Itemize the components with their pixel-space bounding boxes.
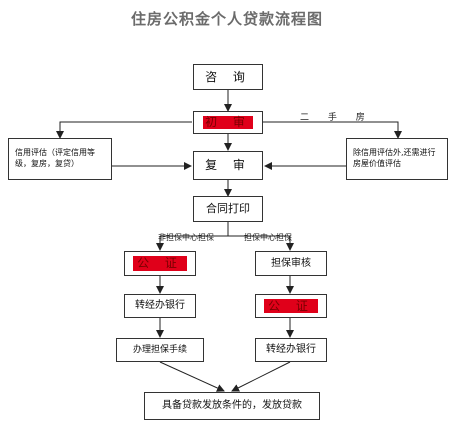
node-second-hand-eval-label: 除信用评估外,还需进行房屋价值评估 (353, 148, 436, 168)
node-to-bank-left: 转经办银行 (124, 294, 196, 318)
node-first-review-label: 初 审 (205, 115, 251, 130)
node-first-review: 初 审 (193, 111, 263, 134)
node-loan-release-label: 具备贷款发放条件的，发放贷款 (162, 400, 302, 412)
node-second-review: 复 审 (193, 151, 263, 180)
node-consult: 咨 询 (193, 64, 263, 90)
node-guarantee-procedure-label: 办理担保手续 (132, 344, 187, 355)
node-second-hand-eval: 除信用评估外,还需进行房屋价值评估 (346, 138, 448, 180)
node-to-bank-right: 转经办银行 (255, 338, 327, 362)
redaction-mark (203, 116, 253, 129)
node-to-bank-right-label: 转经办银行 (266, 344, 316, 356)
node-contract-print: 合同打印 (193, 196, 263, 222)
node-to-bank-left-label: 转经办银行 (135, 300, 185, 312)
diagram-title: 住房公积金个人贷款流程图 (130, 10, 323, 28)
node-loan-release: 具备贷款发放条件的，发放贷款 (144, 392, 320, 420)
redaction-mark (133, 256, 187, 271)
node-guarantee-review-label: 担保审核 (271, 257, 311, 269)
node-second-review-label: 复 审 (205, 158, 251, 173)
node-credit-eval: 信用评估（评定信用等级，复房，复贷） (8, 138, 112, 180)
node-notarize-right: 公 证 (255, 294, 327, 318)
node-credit-eval-label: 信用评估（评定信用等级，复房，复贷） (15, 148, 95, 168)
note-non-center-guarantee: 非担保中心担保 (158, 233, 214, 242)
node-guarantee-procedure: 办理担保手续 (116, 338, 204, 362)
node-contract-print-label: 合同打印 (206, 201, 250, 215)
note-second-hand: 二 手 房 (300, 113, 373, 123)
redaction-mark (264, 299, 318, 313)
note-center-guarantee: 担保中心担保 (244, 233, 292, 242)
node-guarantee-review: 担保审核 (255, 251, 327, 276)
node-notarize: 公 证 (124, 251, 196, 276)
node-consult-label: 咨 询 (205, 69, 251, 84)
node-notarize-right-label: 公 证 (268, 298, 314, 313)
node-notarize-label: 公 证 (137, 256, 183, 271)
